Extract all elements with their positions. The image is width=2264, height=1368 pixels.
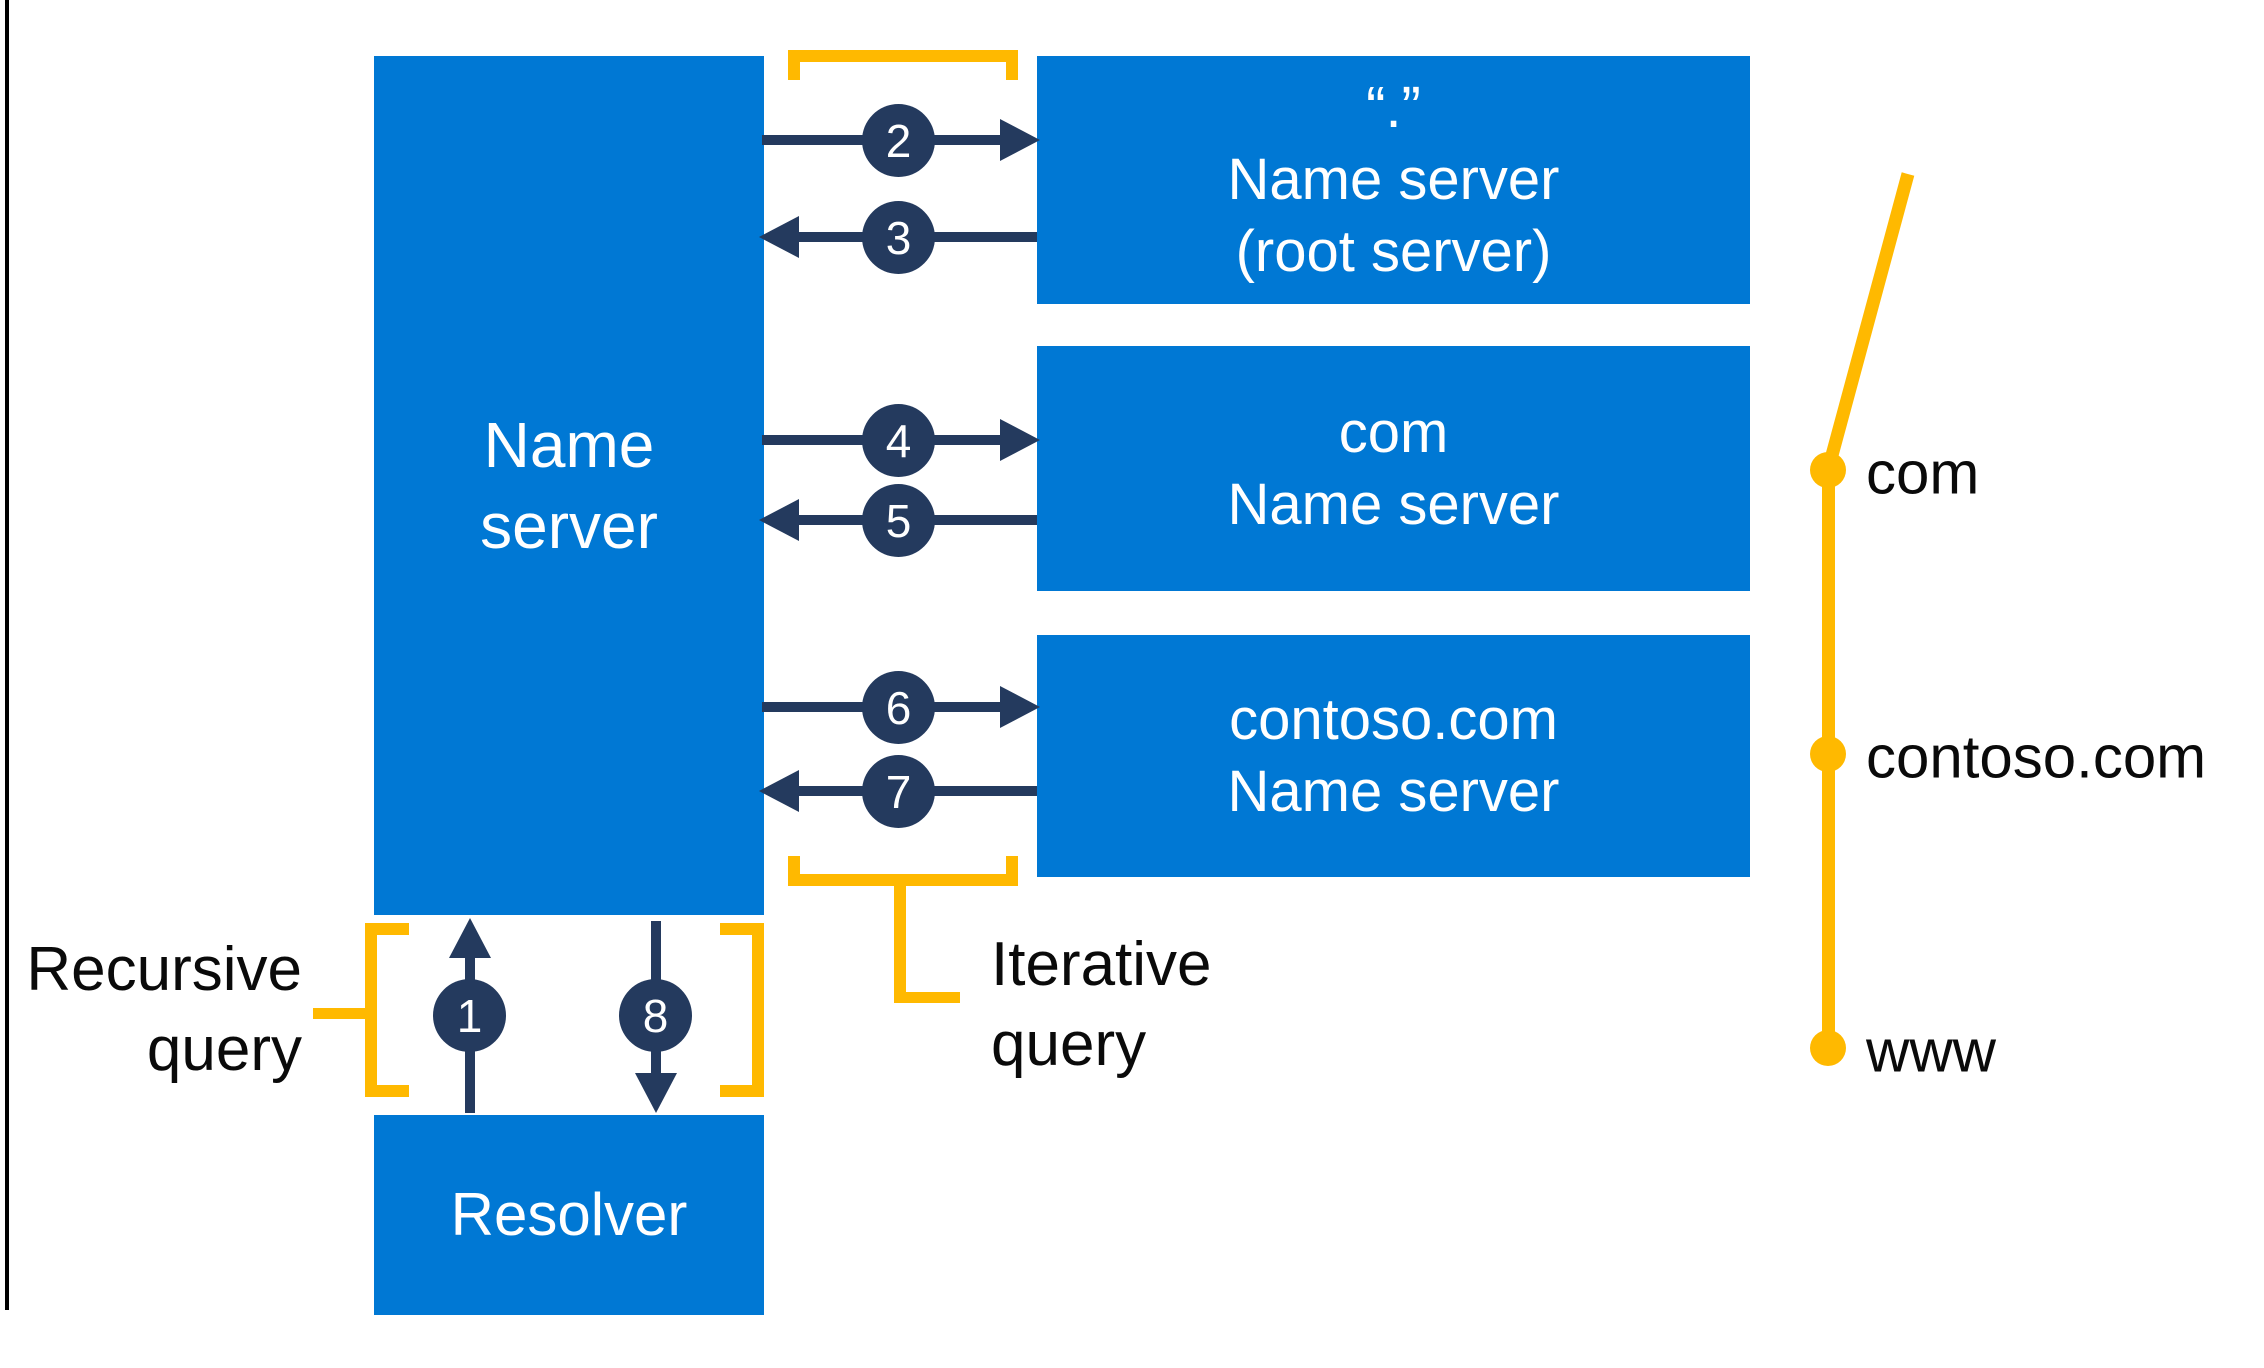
iterative-top-bracket	[788, 50, 1018, 80]
com-server-label-line2: Name server	[1227, 471, 1560, 537]
root-server-box: “.” Name server (root server)	[1037, 56, 1750, 304]
arrow-2-right-head-icon	[1000, 119, 1040, 161]
name-server-label-line2: server	[480, 489, 658, 562]
root-server-label-line2: Name server	[1227, 147, 1560, 212]
arrow-6-right-head-icon	[1000, 686, 1040, 728]
iterative-query-label: Iterative query	[991, 925, 1212, 1085]
com-node-label: com	[1866, 439, 1980, 507]
step-7-badge: 7	[862, 755, 935, 828]
step-8-badge: 8	[619, 979, 692, 1052]
step-4-badge: 4	[862, 404, 935, 477]
arrow-3-left-head-icon	[759, 216, 799, 258]
contoso-node-label: contoso.com	[1866, 723, 2207, 791]
step-5-badge: 5	[862, 484, 935, 557]
recursive-query-label: Recursive query	[0, 930, 302, 1090]
www-node-label: www	[1866, 1017, 1996, 1085]
com-server-box: com Name server	[1037, 346, 1750, 591]
step-6-badge: 6	[862, 671, 935, 744]
arrow-7-left-head-icon	[759, 770, 799, 812]
iterative-bottom-bracket	[788, 856, 1018, 886]
step-2-badge: 2	[862, 104, 935, 177]
figure-left-border-line	[5, 0, 9, 1310]
resolver-box: Resolver	[374, 1115, 764, 1315]
name-server-label-line1: Name	[483, 408, 655, 481]
resolver-label: Resolver	[450, 1181, 688, 1248]
step-3-badge: 3	[862, 201, 935, 274]
recursive-open-bracket	[365, 923, 409, 1097]
contoso-server-box: contoso.com Name server	[1037, 635, 1750, 877]
step-1-badge: 1	[433, 979, 506, 1052]
com-node-dot	[1810, 452, 1846, 488]
root-server-label-dot: “.”	[1366, 75, 1421, 140]
recursive-close-bracket	[720, 923, 764, 1097]
arrow-4-right-head-icon	[1000, 419, 1040, 461]
www-node-dot	[1810, 1030, 1846, 1066]
recursive-connector-line	[313, 1008, 365, 1019]
contoso-node-dot	[1810, 736, 1846, 772]
contoso-server-label-line1: contoso.com	[1229, 687, 1558, 752]
arrow-8-down-head-icon	[635, 1073, 677, 1113]
iterative-connector-elbow	[894, 992, 960, 1003]
recursive-query-label-line1: Recursive	[26, 935, 302, 1004]
iterative-query-label-line2: query	[991, 1010, 1147, 1079]
iterative-connector-stem	[894, 886, 906, 1003]
root-server-label-line3: (root server)	[1235, 219, 1552, 284]
arrow-5-left-head-icon	[759, 499, 799, 541]
com-server-label-line1: com	[1338, 399, 1449, 465]
iterative-query-label-line1: Iterative	[991, 930, 1212, 999]
recursive-query-label-line2: query	[146, 1015, 302, 1084]
arrow-1-up-head-icon	[449, 918, 491, 958]
dns-hierarchy-diagonal-line	[1821, 172, 1915, 472]
name-server-box: Name server	[374, 56, 764, 915]
contoso-server-label-line2: Name server	[1227, 759, 1560, 824]
